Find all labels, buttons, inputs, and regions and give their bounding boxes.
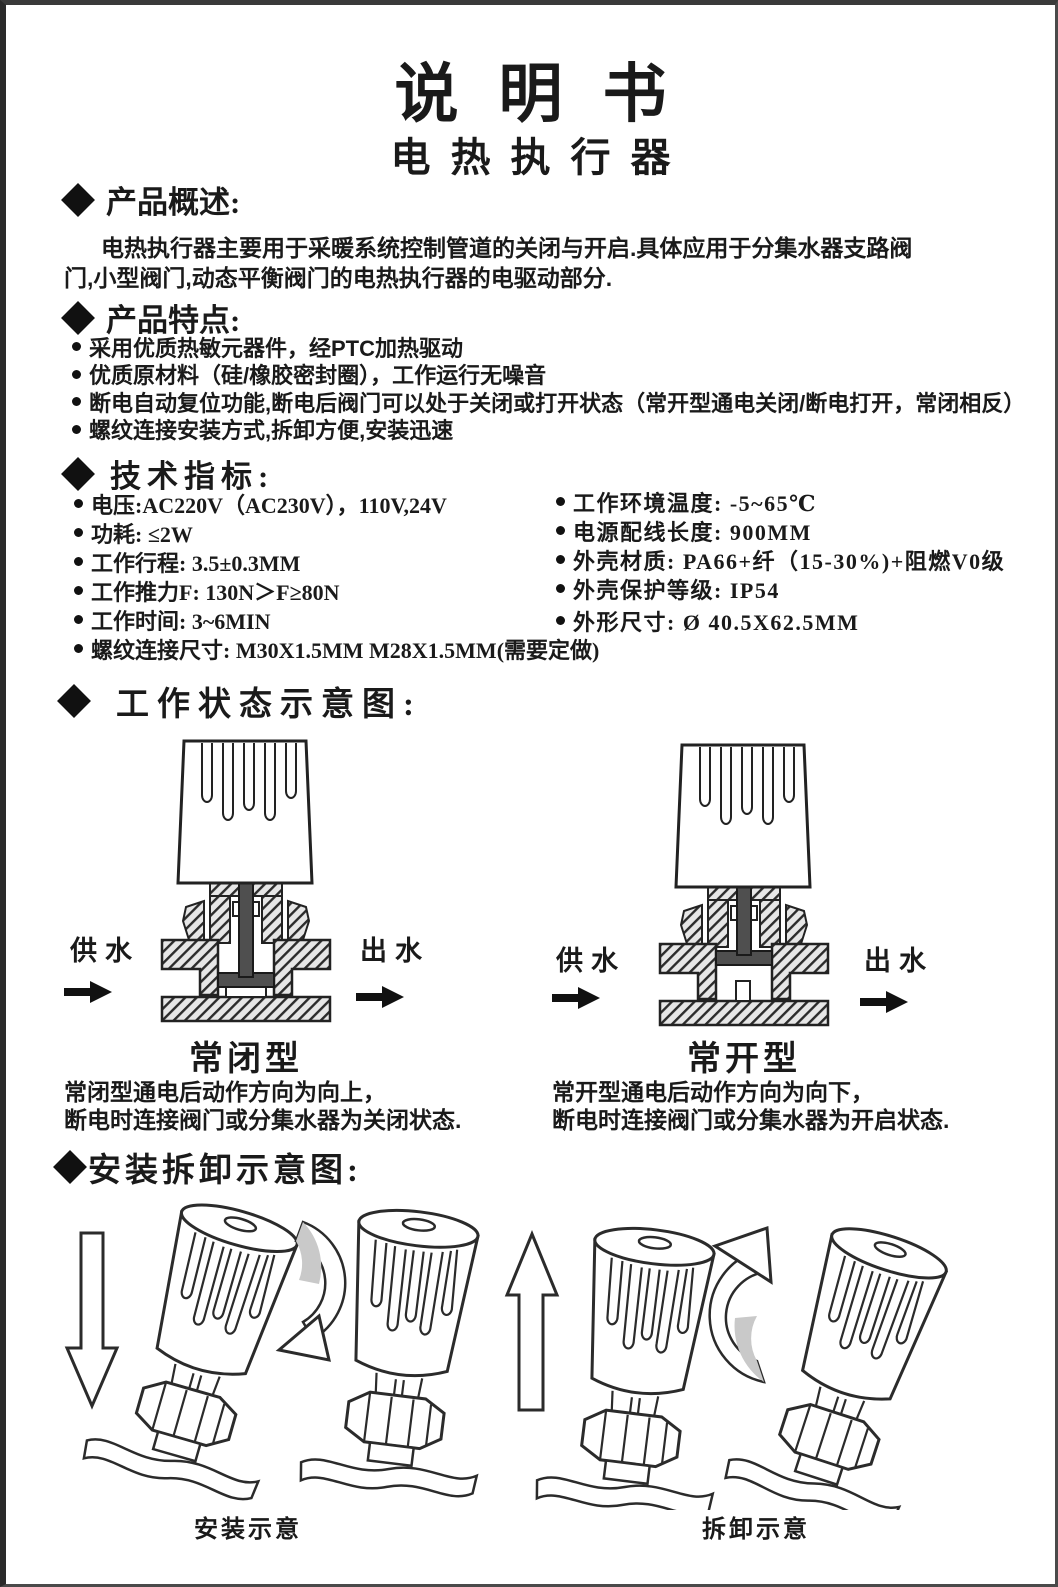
flow-arrow-icon [356,986,404,1008]
section-working-heading: 工作状态示意图: [57,677,422,725]
spec-text: 电压:AC220V（AC230V），110V,24V [91,492,447,518]
section-overview-heading: 产品概述: [61,177,241,222]
bullet-dot-icon [72,342,81,352]
spec-text: 外形尺寸: Ø 40.5X62.5MM [573,609,860,635]
specs-right-column: 工作环境温度: -5~65℃ 电源配线长度: 900MM 外壳材质: PA66+… [556,487,1005,635]
section-features-heading: 产品特点: [61,295,241,340]
bullet-dot-icon [556,555,565,564]
page-subtitle: 电热执行器 [390,135,691,180]
bullet-dot-icon [556,497,565,506]
bullet-dot-icon [556,584,565,593]
spec-item: 电源配线长度: 900MM [556,516,1005,545]
open-type-desc-1: 常开型通电后动作方向为向下， [552,1079,874,1105]
open-type-caption: 常开型 [687,1041,801,1078]
section-specs-title: 技术指标: [110,459,275,494]
inlet-label: 供水 [70,936,140,966]
spec-item: 外形尺寸: Ø 40.5X62.5MM [556,606,1005,635]
spec-text: 电源配线长度: 900MM [573,519,812,545]
feature-item: 螺纹连接安装方式,拆卸方便,安装迅速 [72,416,1025,444]
bullet-dot-icon [74,586,83,595]
flow-arrow-icon [860,991,908,1013]
diamond-bullet-icon [61,300,95,335]
open-type-desc-2: 断电时连接阀门或分集水器为开启状态. [552,1107,950,1133]
section-working-title: 工作状态示意图: [116,687,422,723]
bullet-dot-icon [74,557,83,566]
spec-text: 外壳材质: PA66+纤（15-30%)+阻燃V0级 [573,548,1006,574]
spec-item: 外壳材质: PA66+纤（15-30%)+阻燃V0级 [556,545,1005,574]
spec-item: 工作推力F: 130N＞F≥80N [74,576,599,605]
flow-arrow-icon [64,981,112,1003]
overview-line-2: 门,小型阀门,动态平衡阀门的电热执行器的电驱动部分. [64,265,613,291]
spec-text: 工作行程: 3.5±0.3MM [91,550,301,576]
outlet-label: 出水 [864,946,934,976]
section-install-heading: 安装拆卸示意图: [53,1143,362,1191]
feature-text: 采用优质热敏元器件，经PTC加热驱动 [89,335,464,361]
inlet-label: 供水 [556,946,626,976]
bullet-dot-icon [74,499,83,508]
spec-text: 工作推力F: 130N＞F≥80N [91,579,340,605]
bullet-dot-icon [72,369,81,379]
section-install-title: 安装拆卸示意图: [88,1153,362,1189]
spec-text: 工作环境温度: -5~65℃ [573,490,817,516]
bullet-dot-icon [72,424,81,434]
bullet-dot-icon [74,644,83,653]
closed-type-desc-2: 断电时连接阀门或分集水器为关闭状态. [64,1107,462,1133]
bullet-dot-icon [74,528,83,537]
section-overview-title: 产品概述: [106,185,241,220]
install-caption: 安装示意 [194,1517,302,1543]
diamond-bullet-icon [57,684,91,718]
spec-text: 外壳保护等级: IP54 [573,577,780,603]
feature-text: 优质原材料（硅/橡胶密封圈），工作运行无噪音 [89,363,547,389]
spec-item: 工作时间: 3~6MIN [74,605,599,634]
diamond-bullet-icon [61,456,95,491]
overview-line-1: 电热执行器主要用于采暖系统控制管道的关闭与开启.具体应用于分集水器支路阀 [101,235,913,261]
spec-text: 螺纹连接尺寸: M30X1.5MM M28X1.5MM(需要定做) [91,637,600,663]
spec-item: 工作行程: 3.5±0.3MM [74,547,599,576]
spec-text: 工作时间: 3~6MIN [91,608,271,634]
spec-item: 电压:AC220V（AC230V），110V,24V [74,489,599,518]
spec-item: 螺纹连接尺寸: M30X1.5MM M28X1.5MM(需要定做) [74,634,599,663]
closed-type-caption: 常闭型 [189,1041,303,1078]
diamond-bullet-icon [61,182,95,217]
feature-item: 采用优质热敏元器件，经PTC加热驱动 [72,333,1025,361]
down-arrow-icon [64,1231,120,1410]
feature-item: 断电自动复位功能,断电后阀门可以处于关闭或打开状态（常开型通电关闭/断电打开，常… [72,388,1025,416]
diamond-bullet-icon [53,1150,87,1184]
valve-open-diagram [658,743,830,1027]
feature-text: 螺纹连接安装方式,拆卸方便,安装迅速 [89,418,454,444]
spec-text: 功耗: ≤2W [91,521,193,547]
flow-arrow-icon [552,987,600,1009]
outlet-label: 出水 [360,936,430,966]
features-list: 采用优质热敏元器件，经PTC加热驱动 优质原材料（硅/橡胶密封圈），工作运行无噪… [72,333,1025,443]
closed-type-desc-1: 常闭型通电后动作方向为向上， [64,1079,386,1105]
bullet-dot-icon [556,526,565,535]
bullet-dot-icon [74,615,83,624]
feature-text: 断电自动复位功能,断电后阀门可以处于关闭或打开状态（常开型通电关闭/断电打开，常… [89,390,1026,416]
spec-item: 外壳保护等级: IP54 [556,574,1005,603]
section-specs-heading: 技术指标: [61,451,275,496]
remove-caption: 拆卸示意 [702,1517,810,1543]
up-arrow-icon [504,1230,560,1412]
bullet-dot-icon [556,616,565,625]
feature-item: 优质原材料（硅/橡胶密封圈），工作运行无噪音 [72,361,1025,389]
spec-item: 工作环境温度: -5~65℃ [556,487,1005,516]
specs-left-column: 电压:AC220V（AC230V），110V,24V 功耗: ≤2W 工作行程:… [74,489,599,663]
section-features-title: 产品特点: [106,303,241,338]
install-remove-illustration [64,1188,980,1510]
page-title: 说明书 [394,59,707,130]
spec-item: 功耗: ≤2W [74,518,599,547]
valve-closed-diagram [160,739,332,1023]
bullet-dot-icon [72,397,81,407]
